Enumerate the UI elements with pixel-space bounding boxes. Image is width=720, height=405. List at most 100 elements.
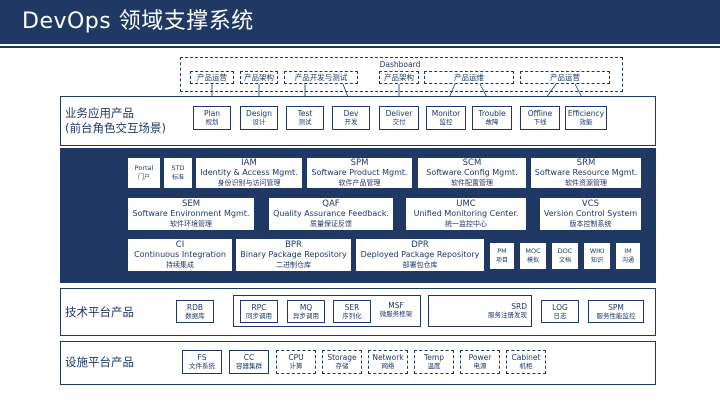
vcs-name: Version Control System xyxy=(543,209,638,218)
stage-design[interactable]: Design 设计 xyxy=(240,106,278,130)
platform-doc[interactable]: DOC 文档 xyxy=(552,243,578,269)
srm-zh: 软件资源管理 xyxy=(565,179,607,187)
infra-cabinet[interactable]: Cabinet 机柜 xyxy=(506,350,546,374)
stage-dev[interactable]: Dev 开发 xyxy=(332,106,370,130)
platform-moc[interactable]: MOC 模拟 xyxy=(520,243,546,269)
mq-en: MQ xyxy=(299,302,313,312)
infra-power[interactable]: Power 电源 xyxy=(460,350,500,374)
qaf-zh: 质量保证反馈 xyxy=(310,220,352,228)
sem-name: Software Environment Mgmt. xyxy=(132,209,250,218)
iam-zh: 身份识别与访问管理 xyxy=(217,179,281,187)
cc-zh: 容器集群 xyxy=(236,362,262,370)
cc-en: CC xyxy=(243,353,255,362)
portal-en: Portal xyxy=(134,164,154,172)
stage-dev-zh: 开发 xyxy=(344,118,358,126)
infra-storage[interactable]: Storage 存储 xyxy=(322,350,362,374)
msf-en: MSF xyxy=(388,301,404,310)
bpr-zh: 二进制仓库 xyxy=(276,261,311,269)
rpc-zh: 同步调用 xyxy=(246,311,272,320)
infra-cpu[interactable]: CPU 计算 xyxy=(276,350,316,374)
cabinet-en: Cabinet xyxy=(511,353,541,362)
platform-im[interactable]: IM 沟通 xyxy=(616,243,640,269)
tech-ser[interactable]: SER 序列化 xyxy=(333,300,371,323)
title-underline xyxy=(0,46,720,48)
log-en: LOG xyxy=(552,302,568,312)
moc-zh: 模拟 xyxy=(526,257,539,264)
platform-dpr[interactable]: DPR Deployed Package Repository 部署包仓库 xyxy=(356,239,484,271)
platform-umc[interactable]: UMC Unified Monitoring Center. 统一监控中心 xyxy=(406,198,526,230)
spm-zh: 软件产品管理 xyxy=(338,179,381,187)
doc-zh: 文档 xyxy=(558,257,571,264)
ser-en: SER xyxy=(344,302,360,312)
temp-en: Temp xyxy=(424,353,444,362)
stage-trouble[interactable]: Trouble 故障 xyxy=(472,106,512,130)
platform-pm[interactable]: PM 项目 xyxy=(490,243,514,269)
category-arch-1: 产品架构 xyxy=(240,71,278,84)
tech-mq[interactable]: MQ 异步调用 xyxy=(287,300,325,323)
platform-iam[interactable]: IAM Identity & Access Mgmt. 身份识别与访问管理 xyxy=(196,158,302,188)
ci-zh: 持续集成 xyxy=(166,261,194,269)
tech-spm[interactable]: SPM 服务性能监控 xyxy=(588,300,644,323)
platform-portal[interactable]: Portal 门户 xyxy=(128,158,160,188)
stage-offline[interactable]: Offline 下线 xyxy=(520,106,560,130)
platform-std[interactable]: STD 标准 xyxy=(164,158,192,188)
tech-section-label: 技术平台产品 xyxy=(65,305,134,319)
stage-efficiency[interactable]: Efficiency 效能 xyxy=(565,106,607,130)
infra-fs[interactable]: FS 文件系统 xyxy=(182,350,222,374)
tech-msf[interactable]: MSF 微服务框架 xyxy=(374,301,418,323)
srm-name: Software Resource Mgmt. xyxy=(534,168,638,177)
doc-en: DOC xyxy=(557,247,573,255)
qaf-name: Quality Assurance Feedback. xyxy=(273,209,389,218)
storage-zh: 存储 xyxy=(335,362,349,370)
tech-srd[interactable]: SRD 服务注册发现 xyxy=(428,295,532,327)
stage-efficiency-en: Efficiency xyxy=(567,109,605,118)
iam-name: Identity & Access Mgmt. xyxy=(200,168,298,177)
power-en: Power xyxy=(468,353,492,362)
scm-name: Software Config Mgmt. xyxy=(426,168,518,177)
platform-sem[interactable]: SEM Software Environment Mgmt. 软件环境管理 xyxy=(128,198,254,230)
mq-zh: 异步调用 xyxy=(293,311,319,320)
msf-zh: 微服务框架 xyxy=(379,310,413,318)
stage-plan[interactable]: Plan 规划 xyxy=(193,106,231,130)
pm-en: PM xyxy=(497,247,507,255)
stage-test[interactable]: Test 测试 xyxy=(286,106,324,130)
business-section-sublabel: (前台角色交互场景) xyxy=(65,121,166,135)
infra-cc[interactable]: CC 容器集群 xyxy=(229,350,269,374)
stage-design-zh: 设计 xyxy=(252,118,266,126)
srm-abbr: SRM xyxy=(576,158,596,168)
log-zh: 日志 xyxy=(553,311,567,320)
qaf-abbr: QAF xyxy=(322,199,340,209)
infra-temp[interactable]: Temp 温度 xyxy=(414,350,454,374)
stage-trouble-en: Trouble xyxy=(478,109,506,118)
platform-bpr[interactable]: BPR Binary Package Repository 二进制仓库 xyxy=(236,239,351,271)
platform-ci[interactable]: CI Continuous Integration 持续集成 xyxy=(128,239,232,271)
platform-spm[interactable]: SPM Software Product Mgmt. 软件产品管理 xyxy=(307,158,412,188)
stage-monitor[interactable]: Monitor 监控 xyxy=(426,106,466,130)
rpc-en: RPC xyxy=(251,302,267,312)
platform-wiki[interactable]: WIKI 知识 xyxy=(584,243,610,269)
sem-abbr: SEM xyxy=(181,199,201,209)
umc-zh: 统一监控中心 xyxy=(445,220,487,228)
fs-zh: 文件系统 xyxy=(189,362,215,370)
dpr-abbr: DPR xyxy=(411,240,429,250)
tech-rpc[interactable]: RPC 同步调用 xyxy=(240,300,278,323)
moc-en: MOC xyxy=(525,247,541,255)
tech-msf-group xyxy=(233,295,421,327)
wiki-zh: 知识 xyxy=(590,257,603,264)
ci-abbr: CI xyxy=(175,240,185,250)
stage-monitor-zh: 监控 xyxy=(439,118,453,126)
stage-deliver[interactable]: Deliver 交付 xyxy=(379,106,419,130)
spm-abbr: SPM xyxy=(350,158,369,168)
platform-qaf[interactable]: QAF Quality Assurance Feedback. 质量保证反馈 xyxy=(269,198,393,230)
infra-network[interactable]: Network 网络 xyxy=(368,350,408,374)
platform-srm[interactable]: SRM Software Resource Mgmt. 软件资源管理 xyxy=(531,158,641,188)
tech-rdb[interactable]: RDB 数据库 xyxy=(176,300,214,323)
title-bar xyxy=(0,0,720,44)
stage-dev-en: Dev xyxy=(343,109,359,118)
portal-zh: 门户 xyxy=(137,174,150,181)
platform-scm[interactable]: SCM Software Config Mgmt. 软件配置管理 xyxy=(418,158,526,188)
platform-vcs[interactable]: VCS Version Control System 版本控制系统 xyxy=(540,198,641,230)
tech-log[interactable]: LOG 日志 xyxy=(541,300,579,323)
srd-en: SRD xyxy=(511,302,527,311)
stage-monitor-en: Monitor xyxy=(431,109,461,118)
